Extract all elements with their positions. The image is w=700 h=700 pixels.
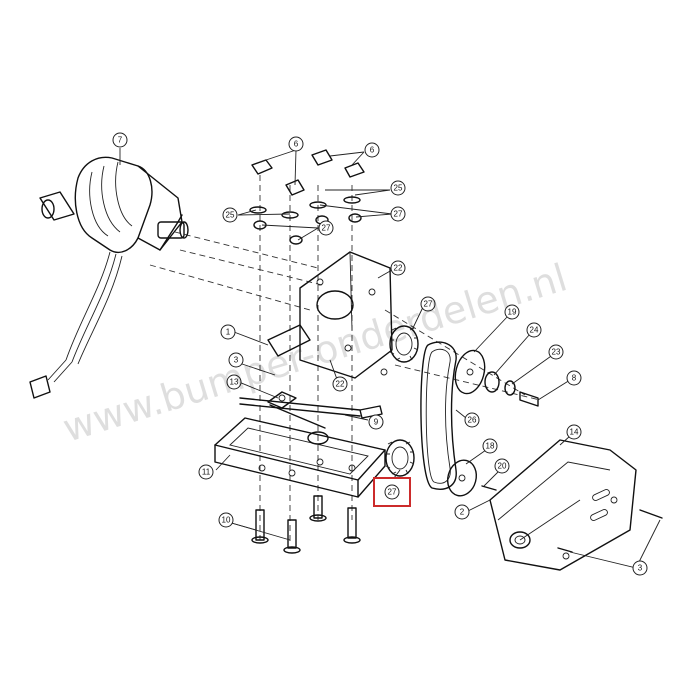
svg-text:23: 23 — [552, 348, 561, 357]
callout-22b: 25 — [222, 207, 238, 223]
screws — [251, 495, 663, 554]
callout-11: 9 — [368, 414, 384, 430]
svg-text:9: 9 — [374, 418, 379, 427]
callout-23: 24 — [526, 322, 542, 338]
callout-7: 10 — [218, 512, 234, 528]
svg-text:26: 26 — [468, 416, 477, 425]
watermark-text: www.bumper-onderdelen.nl — [58, 255, 572, 450]
callout-25: 26 — [464, 412, 480, 428]
callout-8: 8 — [566, 370, 582, 386]
svg-text:10: 10 — [222, 516, 231, 525]
motor-assembly — [29, 156, 189, 399]
callout-18: 19 — [504, 304, 520, 320]
svg-text:2: 2 — [460, 508, 465, 517]
svg-text:27: 27 — [322, 224, 331, 233]
callout-24b: 27 — [318, 220, 334, 236]
svg-text:25: 25 — [394, 184, 403, 193]
leader-lines — [119, 148, 661, 569]
base-plate — [214, 417, 386, 498]
svg-text:19: 19 — [508, 308, 517, 317]
callout-3: 3 — [632, 560, 648, 576]
mounting-bracket — [267, 251, 393, 379]
linkage-assembly — [239, 391, 383, 429]
svg-text:22: 22 — [336, 380, 345, 389]
nuts-and-washers — [249, 149, 365, 245]
drive-belt — [420, 341, 457, 490]
svg-text:11: 11 — [202, 468, 211, 477]
svg-text:24: 24 — [530, 326, 539, 335]
callout-6: 3 — [228, 352, 244, 368]
callout-2: 2 — [454, 504, 470, 520]
svg-text:14: 14 — [570, 428, 579, 437]
highlight-box-27: 27 — [373, 477, 411, 507]
callout-9a: 6 — [288, 136, 304, 152]
callout-12: 11 — [198, 464, 214, 480]
callout-26: 27 — [420, 296, 436, 312]
svg-text:3: 3 — [638, 564, 643, 573]
gear-cover — [489, 439, 637, 571]
svg-text:22: 22 — [394, 264, 403, 273]
callout-24a: 27 — [390, 206, 406, 222]
callout-1: 1 — [220, 324, 236, 340]
callout-20b: 22 — [332, 376, 348, 392]
callout-19: 20 — [494, 458, 510, 474]
callout-13: 13 — [226, 374, 242, 390]
svg-text:20: 20 — [498, 462, 507, 471]
svg-text:1: 1 — [226, 328, 231, 337]
svg-text:3: 3 — [234, 356, 239, 365]
svg-text:7: 7 — [118, 136, 123, 145]
callout-21: 23 — [548, 344, 564, 360]
svg-text:18: 18 — [486, 442, 495, 451]
svg-text:27: 27 — [424, 300, 433, 309]
callout-10: 7 — [112, 132, 128, 148]
svg-text:25: 25 — [226, 211, 235, 220]
svg-text:27: 27 — [388, 488, 397, 497]
callout-17: 18 — [482, 438, 498, 454]
callout-9b: 6 — [364, 142, 380, 158]
gear-pulleys — [385, 325, 419, 477]
svg-text:8: 8 — [572, 374, 577, 383]
callout-22a: 25 — [390, 180, 406, 196]
callout-20a: 22 — [390, 260, 406, 276]
callout-14: 14 — [566, 424, 582, 440]
svg-text:13: 13 — [230, 378, 239, 387]
svg-text:6: 6 — [294, 140, 299, 149]
svg-text:6: 6 — [370, 146, 375, 155]
right-pulley-hardware — [446, 349, 539, 497]
callout-27: 27 — [384, 484, 400, 500]
svg-text:27: 27 — [394, 210, 403, 219]
